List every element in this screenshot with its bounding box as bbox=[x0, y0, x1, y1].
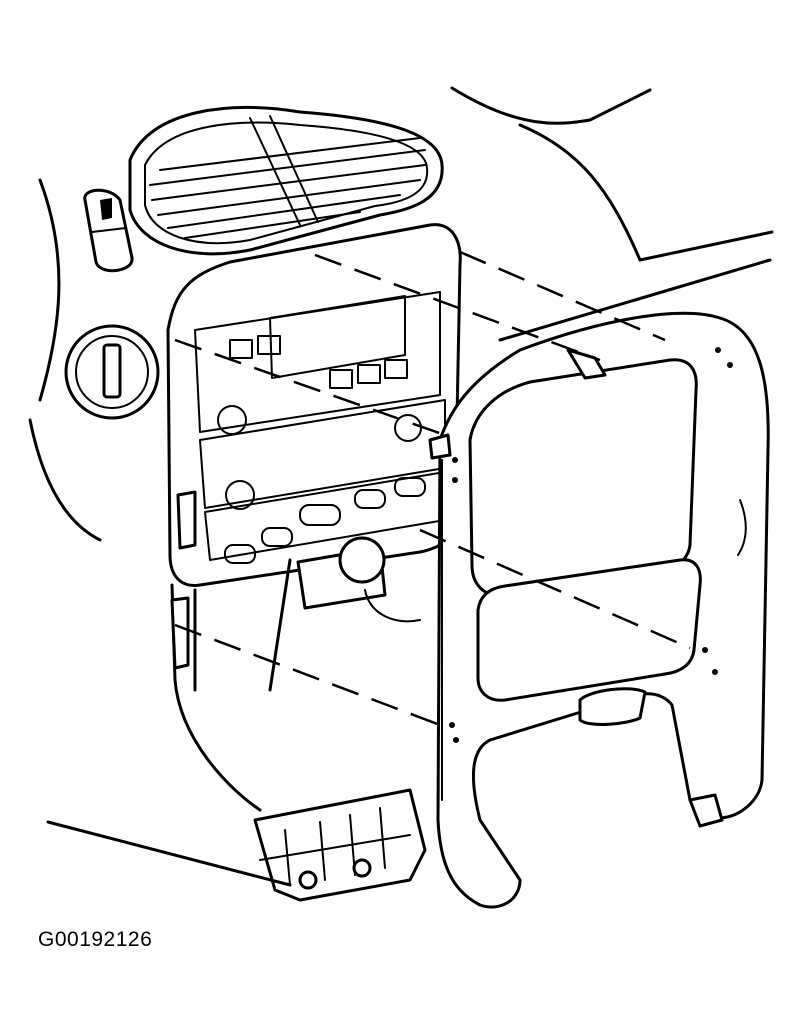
radio-hvac-stack bbox=[166, 223, 462, 623]
retaining-clips bbox=[170, 348, 607, 670]
ip-carrier bbox=[170, 558, 427, 902]
center-bezel bbox=[436, 311, 770, 909]
installation-guide-lines bbox=[174, 250, 691, 730]
ignition-cylinder bbox=[64, 324, 160, 420]
hazard-switch bbox=[83, 188, 134, 273]
figure-id-label: G00192126 bbox=[38, 928, 153, 951]
dash-panel-contours bbox=[28, 86, 774, 542]
center-air-vent bbox=[128, 105, 444, 256]
leader-line bbox=[46, 820, 292, 887]
